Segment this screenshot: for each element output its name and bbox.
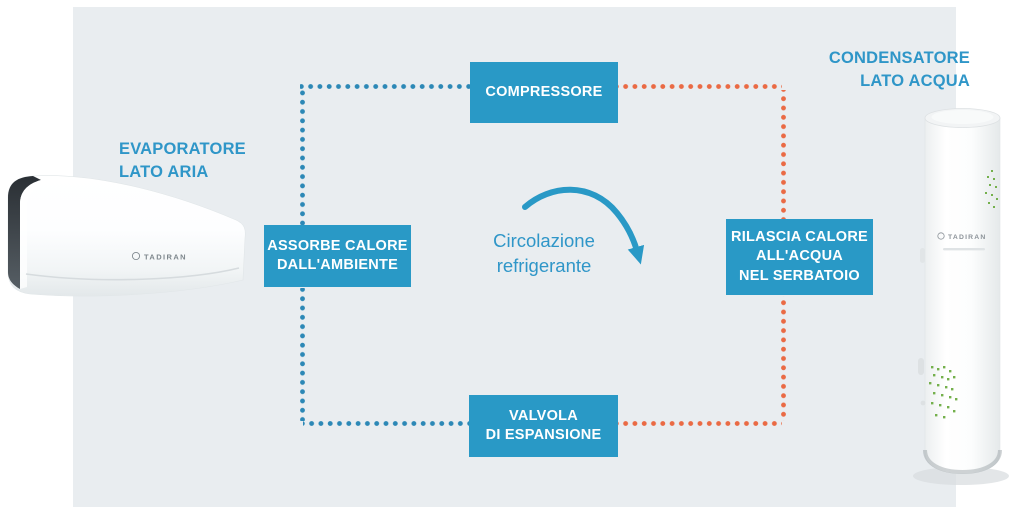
node-valve-line1: VALVOLA xyxy=(509,407,578,424)
condenser-label-line2: LATO ACQUA xyxy=(860,72,970,90)
evaporator-label: EVAPORATORE LATO ARIA xyxy=(119,138,246,184)
ac-logo-icon xyxy=(131,251,141,261)
circulation-arrow xyxy=(522,186,645,265)
tank-bottom-rim xyxy=(923,449,1002,475)
node-valve-line2: DI ESPANSIONE xyxy=(485,427,602,443)
tank-body xyxy=(924,117,1001,475)
water-tank-image: TADIRAN xyxy=(913,108,1009,485)
condenser-label: CONDENSATORE LATO ACQUA xyxy=(829,47,970,93)
tank-side-knob xyxy=(920,400,926,406)
tank-brand-text: TADIRAN xyxy=(948,234,986,241)
evaporator-label-line1: EVAPORATORE xyxy=(119,140,246,158)
node-compressor-label: COMPRESSORE xyxy=(485,83,603,100)
air-conditioner-image: TADIRAN xyxy=(7,175,246,297)
circulation-arrow-path xyxy=(522,186,645,265)
refrigerant-line-left-upper xyxy=(300,90,305,226)
tank-side-fitting-lower xyxy=(918,358,924,375)
refrigerant-circulation-caption: Circolazione refrigerante xyxy=(468,228,620,278)
refrigerant-line-top-right xyxy=(618,84,782,89)
tank-subtitle-line xyxy=(943,248,985,251)
refrigerant-line-bottom-left xyxy=(303,421,469,426)
ac-flap-seam xyxy=(25,267,240,281)
condenser-label-line1: CONDENSATORE xyxy=(828,49,970,67)
node-absorb-line2: DALL'AMBIENTE xyxy=(276,257,399,273)
tank-side-fitting-upper xyxy=(920,248,925,263)
node-release-line1: RILASCIA CALORE xyxy=(731,228,868,245)
node-compressor: COMPRESSORE xyxy=(470,62,618,123)
node-release-line3: NEL SERBATOIO xyxy=(739,267,860,284)
evaporator-label-line2: LATO ARIA xyxy=(119,163,209,181)
node-release-line2: ALL'ACQUA xyxy=(755,248,844,265)
tank-logo: TADIRAN xyxy=(937,232,986,241)
node-absorb-line1: ASSORBE CALORE xyxy=(267,237,408,254)
tank-green-pattern-lower xyxy=(929,366,958,419)
tank-green-pattern-upper xyxy=(985,170,998,208)
tank-top-cap-inner xyxy=(931,110,994,124)
node-absorb-heat: ASSORBE CALORE DALL'AMBIENTE xyxy=(264,225,411,287)
tank-logo-icon xyxy=(937,232,945,240)
refrigerant-line-left-lower xyxy=(300,288,305,421)
node-release-heat: RILASCIA CALORE ALL'ACQUA NEL SERBATOIO xyxy=(726,219,873,295)
ac-logo: TADIRAN xyxy=(131,251,187,262)
caption-line2: refrigerante xyxy=(496,255,592,276)
refrigerant-line-right-lower xyxy=(781,296,786,421)
ac-side-vent xyxy=(8,176,41,289)
ac-brand-text: TADIRAN xyxy=(144,253,187,262)
refrigerant-line-right-upper xyxy=(781,90,786,219)
refrigerant-line-bottom-right xyxy=(618,421,782,426)
node-expansion-valve: VALVOLA DI ESPANSIONE xyxy=(469,395,618,457)
tank-ground-shadow xyxy=(913,467,1009,485)
refrigerant-line-top-left xyxy=(300,84,470,89)
ac-side-highlight xyxy=(20,180,45,289)
ac-body xyxy=(7,175,246,297)
caption-line1: Circolazione xyxy=(493,230,595,251)
